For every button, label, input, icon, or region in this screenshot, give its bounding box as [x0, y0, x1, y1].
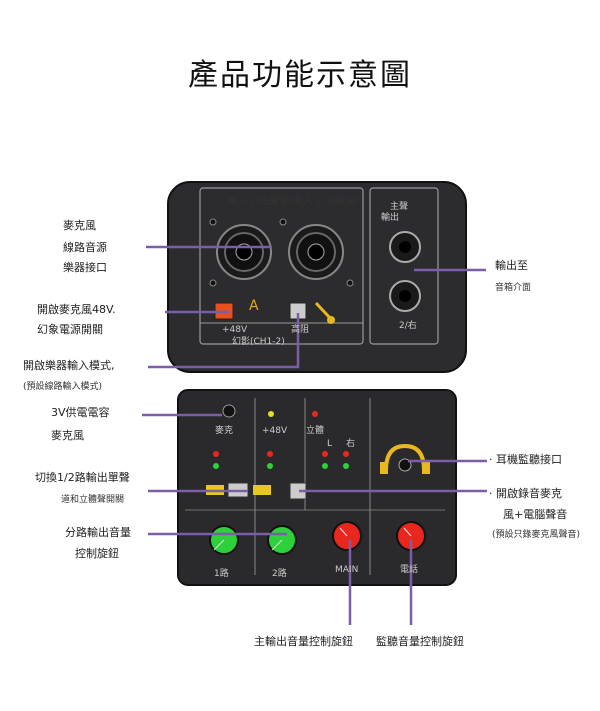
phantom-caption: 幻影(CH1-2)	[232, 337, 285, 347]
label-phantom-1: 開啟麥克風48V.	[37, 303, 116, 316]
label-loopback-3: (預設只錄麥克風聲音)	[492, 530, 581, 540]
knob-label-1: 1路	[214, 569, 229, 579]
output-side: 2/右	[399, 321, 417, 331]
knob-label-monitor: 電話	[400, 565, 419, 575]
label-output-2: 音箱介面	[495, 283, 532, 293]
ch-label-1: +48V	[262, 426, 288, 436]
guitar-icon	[314, 301, 335, 324]
phantom-letter: A	[249, 298, 259, 314]
label-knob-1: 分路輸出音量	[65, 526, 131, 539]
lr-right: 右	[346, 439, 356, 449]
inst-caption: 高阻	[291, 325, 310, 335]
label-mic: 麥克風	[63, 219, 96, 232]
label-loopback-2: 風+電腦聲音	[503, 508, 568, 521]
knob-label-2: 2路	[272, 569, 287, 579]
label-headphone: · 耳機監聽接口	[489, 453, 562, 466]
label-mono-1: 切換1/2路輸出單聲	[35, 471, 130, 484]
label-phantom-2: 幻象電源開關	[37, 323, 103, 336]
label-mono-2: 道和立體聲開關	[61, 495, 125, 505]
output-top: 主聲	[390, 202, 409, 212]
ch-label-2: 立體	[306, 426, 325, 436]
callout-lines	[142, 245, 487, 625]
upper-unit	[167, 181, 467, 373]
label-knob-2: 控制旋鈕	[75, 547, 119, 560]
label-inst-1: 開啟樂器輸入模式,	[23, 359, 115, 372]
mic-port-label: 麥克	[215, 426, 234, 436]
label-3v-2: 麥克風	[51, 429, 84, 442]
label-3v-1: 3V供電電容	[51, 406, 110, 419]
lower-unit	[177, 389, 457, 586]
label-line: 線路音源	[63, 241, 107, 254]
knob-label-main: MAIN	[335, 565, 359, 575]
output-label: 輸出	[381, 213, 400, 223]
label-monitor-knob: 監聽音量控制旋鈕	[376, 635, 464, 648]
input-label: 輸入 1 (左聲道) 輸入 2 (右聲道)	[228, 197, 358, 207]
label-output-1: 輸出至	[495, 259, 528, 272]
phantom-sub: +48V	[222, 325, 248, 335]
label-main-knob: 主輸出音量控制旋鈕	[254, 635, 353, 648]
label-instrument-port: 樂器接口	[63, 261, 107, 274]
page-title: 產品功能示意圖	[188, 58, 412, 93]
label-loopback-1: · 開啟錄音麥克	[489, 487, 562, 500]
label-inst-2: (預設線路輸入模式)	[23, 382, 103, 392]
lr-left: L	[327, 439, 333, 449]
